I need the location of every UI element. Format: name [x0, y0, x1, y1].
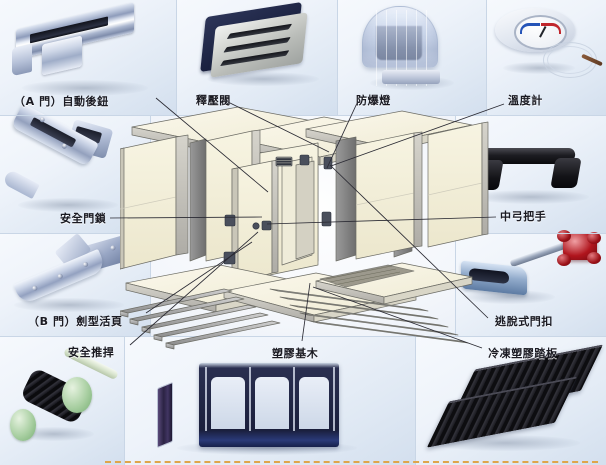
divider: [455, 233, 606, 234]
push-plunger-icon: [6, 346, 122, 451]
product-cell-explosion-lamp[interactable]: [338, 0, 486, 115]
label-safety-lock: 安全門鎖: [60, 212, 107, 225]
sword-hinge-icon: [10, 232, 144, 318]
floor-grating-icon: [420, 344, 604, 457]
product-cell-thermometer[interactable]: [487, 0, 606, 115]
label-auto-closer: （A 門）自動後鈕: [14, 95, 109, 108]
pressure-vent-icon: [200, 1, 323, 86]
product-cell-freezer-grate[interactable]: [416, 337, 606, 465]
divider: [415, 337, 416, 465]
divider: [337, 0, 338, 115]
product-cell-plastic-base[interactable]: [125, 337, 415, 465]
bow-handle-icon: [471, 142, 591, 206]
door-lock-icon: [2, 103, 136, 218]
label-plastic-base: 塑膠基木: [272, 347, 319, 360]
label-safety-push: 安全推捍: [68, 346, 115, 359]
divider: [486, 0, 487, 115]
product-cell-safety-push[interactable]: [0, 337, 124, 465]
label-sword-hinge: （B 門）劍型活頁: [28, 315, 123, 328]
divider: [0, 233, 150, 234]
wall-panel-right: [355, 121, 489, 260]
product-cell-pressure-valve[interactable]: [177, 0, 337, 115]
product-cell-auto-closer[interactable]: [0, 0, 176, 115]
plastic-profile-icon: [157, 357, 387, 457]
dial-gauge-icon: [495, 8, 603, 88]
divider: [176, 0, 177, 115]
label-thermometer: 溫度計: [508, 94, 543, 107]
label-explosion-lamp: 防爆燈: [356, 94, 391, 107]
bottom-dashed-rule: [105, 461, 598, 463]
door-closer-icon: [12, 2, 156, 96]
dome-lamp-icon: [362, 6, 462, 90]
label-bow-handle: 中弓把手: [500, 210, 547, 223]
divider: [124, 337, 125, 465]
exploded-cold-room-diagram: [120, 106, 489, 350]
label-pressure-valve: 釋壓閥: [196, 94, 231, 107]
label-escape-latch: 逃脫式門扣: [495, 315, 553, 328]
label-freezer-grate: 冷凍塑膠踏板: [488, 347, 558, 360]
floor-panel: [125, 262, 473, 323]
